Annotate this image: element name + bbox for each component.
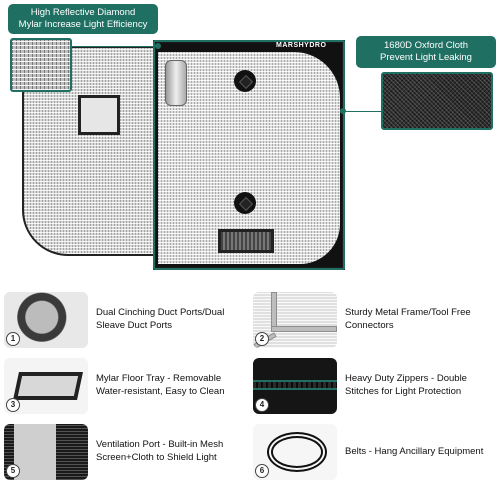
duct-port-bottom-icon	[234, 192, 256, 214]
duct-port-top-icon	[234, 70, 256, 92]
cloth-callout: 1680D Oxford Cloth Prevent Light Leaking	[356, 36, 496, 68]
mylar-leader-dot	[155, 43, 161, 49]
mylar-closeup	[10, 38, 72, 92]
duct-port-icon: 1	[4, 292, 88, 348]
floor-tray-icon: 3	[4, 358, 88, 414]
feature-item: 6 Belts - Hang Ancillary Equipment	[249, 420, 498, 482]
feature-item: 3 Mylar Floor Tray - Removable Water-res…	[0, 354, 249, 416]
feature-item: 2 Sturdy Metal Frame/Tool Free Connector…	[249, 288, 498, 350]
belt-icon: 6	[253, 424, 337, 480]
feature-item: 1 Dual Cinching Duct Ports/Dual Sleave D…	[0, 288, 249, 350]
feature-grid: 1 Dual Cinching Duct Ports/Dual Sleave D…	[0, 288, 498, 488]
rolled-door	[165, 60, 187, 106]
feature-number-badge: 4	[255, 398, 269, 412]
cloth-callout-line1: 1680D Oxford Cloth	[384, 40, 468, 51]
ventilation-window	[218, 229, 274, 253]
feature-text: Mylar Floor Tray - Removable Water-resis…	[96, 373, 225, 397]
feature-item: 5 Ventilation Port - Built-in Mesh Scree…	[0, 420, 249, 482]
mylar-leader-line	[70, 46, 158, 47]
feature-text: Dual Cinching Duct Ports/Dual Sleave Duc…	[96, 307, 225, 331]
feature-item: 4 Heavy Duty Zippers - Double Stitches f…	[249, 354, 498, 416]
vent-window-icon: 5	[4, 424, 88, 480]
feature-number-badge: 2	[255, 332, 269, 346]
feature-number-badge: 6	[255, 464, 269, 478]
door-window	[78, 95, 120, 135]
feature-text: Sturdy Metal Frame/Tool Free Connectors	[345, 307, 471, 331]
oxford-cloth-closeup	[381, 72, 493, 130]
mylar-callout-line2: Mylar Increase Light Efficiency	[18, 19, 148, 30]
feature-number-badge: 5	[6, 464, 20, 478]
feature-number-badge: 3	[6, 398, 20, 412]
feature-text: Heavy Duty Zippers - Double Stitches for…	[345, 373, 467, 397]
feature-text: Ventilation Port - Built-in Mesh Screen+…	[96, 439, 224, 463]
cloth-callout-line2: Prevent Light Leaking	[380, 52, 472, 63]
cloth-leader-dot	[340, 108, 346, 114]
feature-number-badge: 1	[6, 332, 20, 346]
cloth-leader-line	[344, 111, 382, 112]
feature-text: Belts - Hang Ancillary Equipment	[345, 445, 484, 457]
mylar-callout-line1: High Reflective Diamond	[30, 7, 136, 18]
metal-frame-icon: 2	[253, 292, 337, 348]
brand-logo: MARSHYDRO	[276, 42, 327, 49]
zipper-icon: 4	[253, 358, 337, 414]
mylar-callout: High Reflective Diamond Mylar Increase L…	[8, 4, 158, 34]
